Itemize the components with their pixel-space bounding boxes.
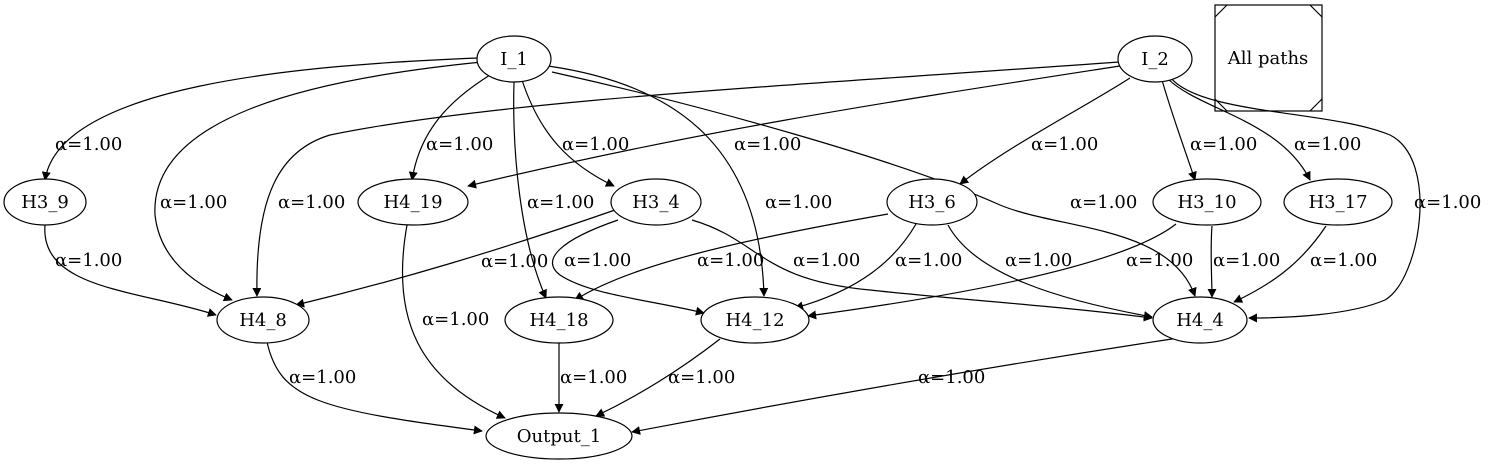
edge-label-i2-h4_19: α=1.00 — [734, 134, 801, 155]
edge-label-h3_6-h4_18: α=1.00 — [697, 250, 764, 271]
edge-label-h4_8-out: α=1.00 — [289, 367, 356, 388]
edge-h3_4-h4_4 — [691, 219, 1153, 322]
node-h3_9[interactable]: H3_9 — [3, 178, 87, 226]
edge-label-i1-h4_18: α=1.00 — [527, 192, 594, 213]
edge-label-i1-h3_4: α=1.00 — [562, 134, 629, 155]
node-label-h3_10: H3_10 — [1177, 192, 1236, 213]
edge-label-i2-h3_6: α=1.00 — [1031, 134, 1098, 155]
edge-label-h3_4-h4_12: α=1.00 — [564, 250, 631, 271]
edge-h4_12-out — [595, 338, 721, 417]
edge-h3_6-h4_18 — [574, 213, 889, 301]
edge-label-h3_6-h4_12: α=1.00 — [895, 250, 962, 271]
node-label-h4_19: H4_19 — [383, 192, 442, 213]
edge-i2-h3_10 — [1161, 79, 1197, 181]
node-h4_4[interactable]: H4_4 — [1152, 296, 1248, 344]
edge-label-i1-h4_19: α=1.00 — [426, 134, 493, 155]
edge-label-h4_19-out: α=1.00 — [422, 309, 489, 330]
edge-label-h3_9-h4_8: α=1.00 — [55, 250, 122, 271]
node-h4_19[interactable]: H4_19 — [357, 178, 469, 226]
node-label-h3_6: H3_6 — [908, 192, 956, 213]
edge-i1-h4_19 — [408, 74, 491, 181]
edge-h3_4-h4_8 — [295, 209, 616, 308]
edge-i2-h4_19 — [467, 65, 1121, 189]
node-output-1[interactable]: Output_1 — [485, 412, 633, 460]
legend-box: All paths — [1214, 4, 1323, 112]
edge-i2-h3_6 — [959, 77, 1131, 185]
node-h4_12[interactable]: H4_12 — [700, 296, 810, 344]
node-label-h3_9: H3_9 — [21, 192, 69, 213]
edge-h3_10-h4_12 — [807, 223, 1177, 320]
edge-i1-h3_4 — [521, 79, 615, 187]
edge-label-i2-h3_17: α=1.00 — [1294, 134, 1361, 155]
edge-h3_6-h4_4 — [947, 224, 1153, 320]
edge-h3_9-h4_8 — [44, 224, 217, 317]
edge-i1-h4_12 — [547, 65, 769, 297]
edge-label-h3_4-h4_8: α=1.00 — [481, 251, 548, 272]
edge-h4_19-out — [401, 224, 506, 419]
node-label-h4_18: H4_18 — [529, 310, 588, 331]
edge-label-h3_17-h4_4: α=1.00 — [1310, 250, 1377, 271]
node-label-i2: I_2 — [1141, 49, 1169, 70]
edge-h4_4-out — [631, 336, 1186, 435]
edge-label-i1-h4_12: α=1.00 — [765, 192, 832, 213]
node-h3_10[interactable]: H3_10 — [1152, 178, 1262, 226]
node-h3_4[interactable]: H3_4 — [610, 178, 702, 226]
edge-label-i2-h4_8: α=1.00 — [278, 192, 345, 213]
node-h3_17[interactable]: H3_17 — [1283, 178, 1393, 226]
node-h4_8[interactable]: H4_8 — [216, 296, 310, 344]
edge-label-h3_6-h4_4: α=1.00 — [1005, 250, 1072, 271]
node-label-h3_17: H3_17 — [1308, 192, 1367, 213]
edge-h3_6-h4_12 — [794, 223, 917, 311]
edge-h3_17-h4_4 — [1233, 225, 1327, 303]
edge-label-i2-h3_10: α=1.00 — [1190, 134, 1257, 155]
legend-label: All paths — [1227, 48, 1309, 69]
node-label-h4_12: H4_12 — [725, 310, 784, 331]
edge-i2-h4_8 — [252, 61, 1120, 297]
node-label-output-1: Output_1 — [517, 426, 601, 447]
edge-label-i2-h4_4: α=1.00 — [1414, 192, 1481, 213]
edge-label-h3_10-h4_12: α=1.00 — [1126, 250, 1193, 271]
edge-labels: α=1.00 α=1.00 α=1.00 α=1.00 α=1.00 α=1.0… — [55, 134, 1481, 388]
node-label-i1: I_1 — [500, 49, 528, 70]
edge-i2-h3_17 — [1167, 78, 1311, 181]
node-h4_18[interactable]: H4_18 — [504, 296, 614, 344]
edge-h3_4-h4_12 — [551, 219, 705, 316]
edges — [41, 57, 1421, 435]
edge-i2-h4_4 — [1169, 76, 1421, 323]
node-i1[interactable]: I_1 — [476, 35, 552, 83]
edge-label-i1-h3_9: α=1.00 — [55, 134, 122, 155]
node-label-h4_4: H4_4 — [1176, 310, 1224, 331]
edge-label-h3_10-h4_4: α=1.00 — [1213, 250, 1280, 271]
node-i2[interactable]: I_2 — [1117, 35, 1193, 83]
node-h3_6[interactable]: H3_6 — [886, 178, 978, 226]
edge-i1-h4_8 — [154, 61, 483, 302]
edge-h3_10-h4_4 — [1207, 225, 1217, 298]
node-label-h3_4: H3_4 — [632, 192, 680, 213]
node-label-h4_8: H4_8 — [239, 310, 287, 331]
nodes: I_1 I_2 H3_9 H4_19 H3_4 H3_6 H3_10 H3_1 — [3, 35, 1393, 460]
edge-label-i1-h4_8: α=1.00 — [160, 192, 227, 213]
edge-h4_8-out — [266, 341, 483, 435]
edge-i1-h3_9 — [41, 57, 479, 181]
edge-label-i1-h4_4: α=1.00 — [1070, 192, 1137, 213]
edge-label-h3_4-h4_4: α=1.00 — [793, 250, 860, 271]
edge-label-h4_18-out: α=1.00 — [560, 367, 627, 388]
edge-label-h4_12-out: α=1.00 — [668, 367, 735, 388]
edge-label-h4_4-out: α=1.00 — [918, 367, 985, 388]
